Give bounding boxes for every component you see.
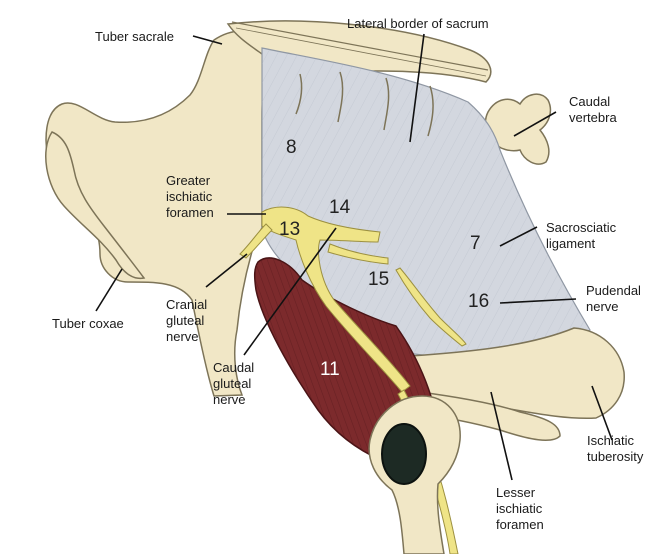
number-7: 7 [470,233,481,254]
pudendal-nerve-strand [395,267,467,347]
ischiatic-arm [418,391,561,441]
nerve-branch-15 [327,243,389,265]
label-cranial-gluteal-nerve: Cranial gluteal nerve [166,297,208,344]
label-tuber-sacrale: Tuber sacrale [95,29,174,44]
cranial-gluteal-branch [239,223,273,259]
leader-lines [95,33,613,481]
label-caudal-vertebra: Caudal vertebra [569,94,617,125]
number-15: 15 [368,269,390,290]
obturator-foramen [381,423,427,485]
number-8: 8 [286,137,297,158]
number-11: 11 [320,359,340,380]
label-sacrosciatic-ligament: Sacrosciatic ligament [546,220,617,251]
label-caudal-gluteal-nerve: Caudal gluteal nerve [213,360,255,407]
sciatic-nerve-trunk [261,206,411,393]
label-pudendal-nerve: Pudendal nerve [586,283,641,314]
number-13: 13 [279,219,301,240]
label-greater-ischiatic-foramen: Greater ischiatic foramen [166,173,214,220]
label-ischiatic-tuberosity: Ischiatic tuberosity [587,433,644,464]
number-16: 16 [468,291,490,312]
label-lesser-ischiatic-foramen: Lesser ischiatic foramen [496,485,544,532]
number-14: 14 [329,197,351,218]
tuber-coxae-knob [45,131,146,280]
sacrosciatic-ligament-sheet-texture [262,48,590,358]
label-lateral-border-of-sacrum: Lateral border of sacrum [347,16,489,31]
label-tuber-coxae: Tuber coxae [52,316,124,331]
